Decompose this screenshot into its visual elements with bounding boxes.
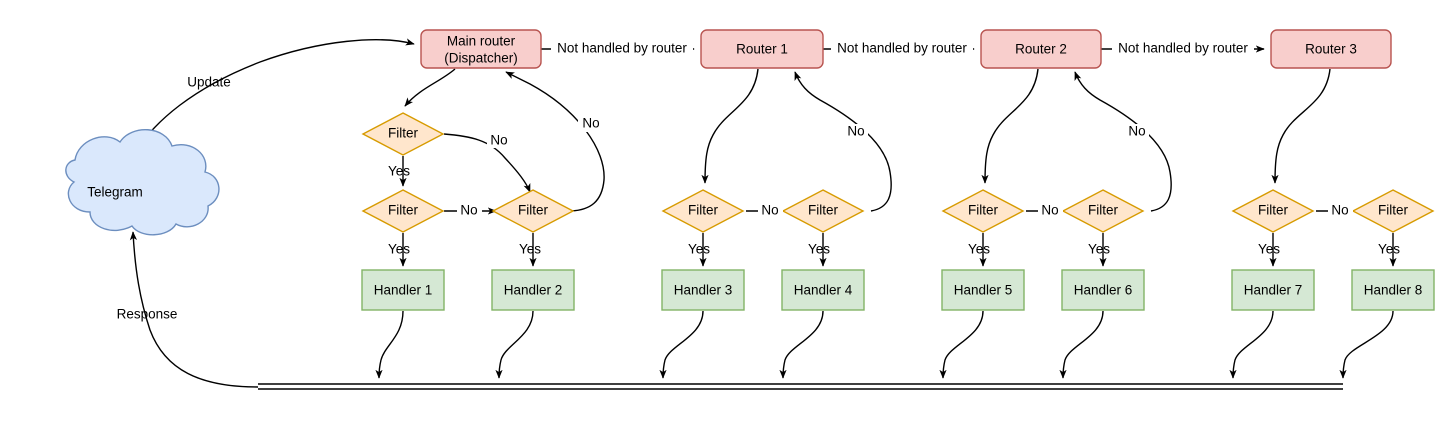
- label-yes-filter8: Yes: [1378, 242, 1400, 257]
- edge-label-group: Update Response Not handled by router No…: [117, 41, 1401, 322]
- router-1-label: Router 1: [736, 42, 788, 57]
- filter-1-label: Filter: [388, 203, 419, 218]
- label-yes-filter6: Yes: [1088, 242, 1110, 257]
- label-bg-no-2: [457, 203, 482, 219]
- filter-1-node[interactable]: Filter: [361, 189, 445, 233]
- filter-0-node[interactable]: Filter: [361, 112, 445, 156]
- label-not-handled-1: Not handled by router: [557, 41, 687, 56]
- label-no-filter4: No: [847, 124, 864, 139]
- filter-8-label: Filter: [1378, 203, 1409, 218]
- label-update: Update: [187, 75, 231, 90]
- edge-handler7-to-bar: [1229, 310, 1274, 379]
- handler-1-node[interactable]: Handler 1: [361, 269, 445, 311]
- edge-router3-to-filter7: [1271, 68, 1331, 184]
- handler-3-node[interactable]: Handler 3: [661, 269, 745, 311]
- router-1-node[interactable]: Router 1: [700, 29, 824, 69]
- router-3-node[interactable]: Router 3: [1270, 29, 1392, 69]
- filter-7-node[interactable]: Filter: [1231, 189, 1315, 233]
- edge-handler8-to-bar: [1339, 310, 1394, 379]
- label-no-filter5: No: [1041, 203, 1058, 218]
- handler-5-node[interactable]: Handler 5: [941, 269, 1025, 311]
- handler-7-node[interactable]: Handler 7: [1231, 269, 1315, 311]
- edge-router2-to-filter5: [981, 68, 1039, 184]
- handler-6-node[interactable]: Handler 6: [1061, 269, 1145, 311]
- label-yes-filter0: Yes: [388, 164, 410, 179]
- handler-6-label: Handler 6: [1074, 283, 1133, 298]
- label-yes-filter2: Yes: [519, 242, 541, 257]
- filter-4-label: Filter: [808, 203, 839, 218]
- telegram-cloud[interactable]: Telegram: [65, 128, 220, 236]
- handler-8-label: Handler 8: [1364, 283, 1423, 298]
- label-no-filter2: No: [582, 116, 599, 131]
- edge-filter4-no-router1: [794, 71, 892, 212]
- label-bg-no-8: [1328, 203, 1353, 219]
- label-bg-no-3: [578, 116, 603, 132]
- handler-4-label: Handler 4: [794, 283, 853, 298]
- handler-3-label: Handler 3: [674, 283, 733, 298]
- filter-3-label: Filter: [688, 203, 719, 218]
- handler-7-label: Handler 7: [1244, 283, 1303, 298]
- edge-handler5-to-bar: [939, 310, 984, 379]
- label-yes-filter1: Yes: [388, 242, 410, 257]
- label-bg-not-handled-2: [831, 41, 973, 58]
- label-yes-filter5: Yes: [968, 242, 990, 257]
- filter-3-node[interactable]: Filter: [661, 189, 745, 233]
- filter-5-label: Filter: [968, 203, 999, 218]
- label-bg-no-5: [843, 124, 868, 140]
- filter-5-node[interactable]: Filter: [941, 189, 1025, 233]
- edge-handler1-to-bar: [375, 310, 404, 379]
- label-not-handled-2: Not handled by router: [837, 41, 967, 56]
- filter-6-node[interactable]: Filter: [1061, 189, 1145, 233]
- label-no-filter3: No: [761, 203, 778, 218]
- edge-response: [129, 231, 259, 388]
- label-bg-no-7: [1124, 124, 1149, 140]
- filter-8-node[interactable]: Filter: [1351, 189, 1435, 233]
- edge-handler6-to-bar: [1059, 310, 1104, 379]
- label-bg-no-4: [758, 203, 783, 219]
- label-no-filter7: No: [1331, 203, 1348, 218]
- router-3-label: Router 3: [1305, 42, 1357, 57]
- label-no-filter6: No: [1128, 124, 1145, 139]
- label-yes-filter7: Yes: [1258, 242, 1280, 257]
- label-bg-no-1: [487, 132, 512, 148]
- label-no-filter0: No: [490, 133, 507, 148]
- handler-2-node[interactable]: Handler 2: [491, 269, 575, 311]
- edge-handler3-to-bar: [659, 310, 704, 379]
- label-bg-not-handled-3: [1112, 41, 1254, 58]
- filter-6-label: Filter: [1088, 203, 1119, 218]
- label-bg-no-6: [1038, 203, 1063, 219]
- filter-2-label: Filter: [518, 203, 549, 218]
- handler-1-label: Handler 1: [374, 283, 433, 298]
- edge-filter0-no-filter2: [443, 133, 531, 193]
- label-bg-not-handled-1: [551, 41, 693, 58]
- edge-router1-to-filter3: [701, 68, 759, 184]
- edge-filter6-no-router2: [1074, 71, 1172, 212]
- filter-0-label: Filter: [388, 126, 419, 141]
- router-2-node[interactable]: Router 2: [980, 29, 1102, 69]
- handler-4-node[interactable]: Handler 4: [781, 269, 865, 311]
- filter-4-node[interactable]: Filter: [781, 189, 865, 233]
- telegram-label: Telegram: [87, 185, 143, 200]
- label-yes-filter4: Yes: [808, 242, 830, 257]
- label-not-handled-3: Not handled by router: [1118, 41, 1248, 56]
- main-router-label-line1: Main router: [447, 34, 516, 49]
- edge-handler2-to-bar: [495, 310, 534, 379]
- label-response: Response: [117, 307, 178, 322]
- router-2-label: Router 2: [1015, 42, 1067, 57]
- edge-handler4-to-bar: [779, 310, 824, 379]
- filter-2-node[interactable]: Filter: [491, 189, 575, 233]
- edge-mainrouter-to-filter0: [404, 68, 456, 107]
- handler-8-node[interactable]: Handler 8: [1351, 269, 1435, 311]
- main-router-node[interactable]: Main router (Dispatcher): [420, 29, 542, 69]
- filter-7-label: Filter: [1258, 203, 1289, 218]
- edge-update: [127, 38, 415, 166]
- label-no-filter1: No: [460, 203, 477, 218]
- edge-filter2-no-mainrouter: [505, 71, 605, 212]
- handler-2-label: Handler 2: [504, 283, 563, 298]
- main-router-label-line2: (Dispatcher): [444, 51, 518, 66]
- label-yes-filter3: Yes: [688, 242, 710, 257]
- handler-5-label: Handler 5: [954, 283, 1013, 298]
